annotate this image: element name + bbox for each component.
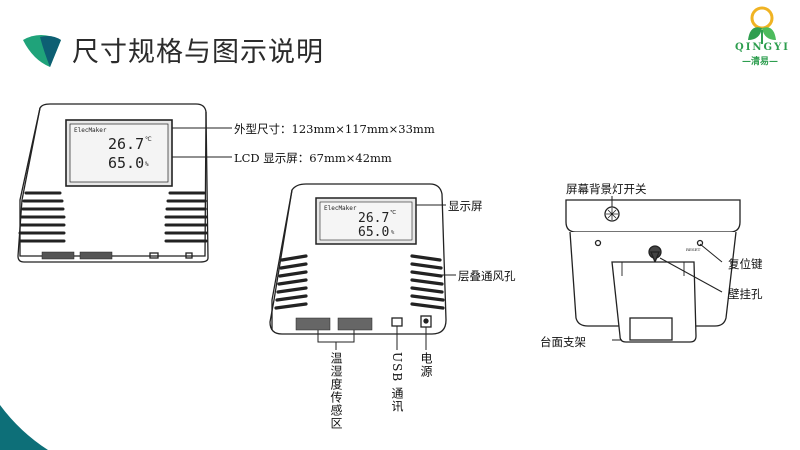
logo-subtitle: —清易—: [742, 57, 779, 67]
device2-humidity: 65.0: [358, 225, 389, 240]
logo-brand: QINGYI: [735, 42, 790, 53]
device2-humidity-unit: %: [391, 230, 395, 236]
device2-temperature-unit: ℃: [390, 210, 397, 216]
device1-brand-label: ElecMaker: [74, 127, 107, 134]
title-leaf-icon: [23, 35, 61, 67]
svg-text:RESET: RESET: [686, 247, 701, 252]
label-power: 电源: [419, 352, 433, 378]
device2-temperature: 26.7: [358, 211, 389, 226]
label-reset-key: 复位键: [728, 257, 763, 271]
label-lcd-screen: LCD 显示屏：67mm×42mm: [234, 151, 392, 165]
logo-emblem: [748, 6, 776, 44]
label-dimensions: 外型尺寸：123mm×117mm×33mm: [234, 122, 435, 136]
label-backlight-switch: 屏幕背景灯开关: [566, 182, 647, 196]
device-back-view: RESET: [565, 196, 741, 343]
device1-humidity-unit: %: [145, 161, 149, 168]
device1-temperature: 26.7: [108, 135, 144, 153]
label-sensor-area: 温湿度传感区: [329, 352, 343, 430]
label-wall-hole: 壁挂孔: [728, 287, 763, 301]
device2-brand-label: ElecMaker: [324, 205, 357, 212]
label-vents: 层叠通风孔: [458, 269, 516, 283]
device1-humidity: 65.0: [108, 154, 144, 172]
device1-temperature-unit: ℃: [145, 136, 152, 143]
label-display: 显示屏: [448, 199, 483, 213]
device-front-view: [17, 103, 232, 263]
label-stand: 台面支架: [540, 335, 586, 349]
corner-decoration: [0, 405, 48, 450]
device-perspective-view: [269, 183, 456, 350]
label-usb: USB 通讯: [390, 352, 404, 413]
page-title: 尺寸规格与图示说明: [72, 37, 324, 68]
